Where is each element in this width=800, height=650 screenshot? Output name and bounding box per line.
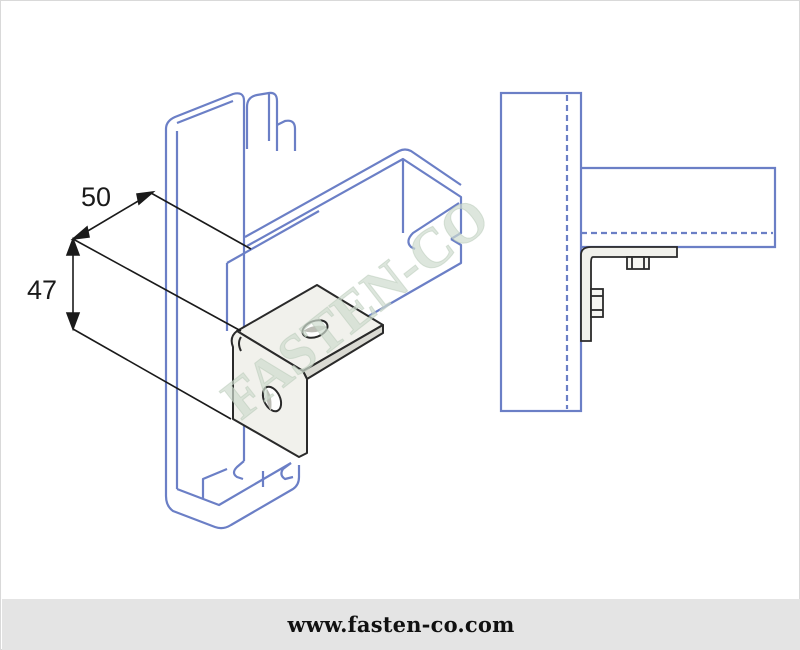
side-view — [499, 91, 777, 413]
bracket-top-hole-shade — [303, 325, 327, 333]
angle-bracket — [230, 284, 384, 458]
side-vertical-channel — [499, 91, 583, 413]
height-arrow-bottom — [65, 312, 81, 332]
front-channel — [164, 92, 301, 530]
width-dimension-line — [80, 196, 146, 236]
website-url[interactable]: www.fasten-co.com — [287, 612, 515, 637]
width-dimension-label: 50 — [81, 182, 111, 212]
dimension-lines — [65, 190, 252, 420]
side-horizontal-channel — [581, 166, 777, 249]
bracket-bend-edge — [238, 336, 242, 352]
drawing-area — [16, 16, 786, 596]
side-nut-top — [626, 256, 650, 270]
bracket-diagram: 50 47 FASTEN-CO — [27, 91, 777, 530]
isometric-view: 50 47 — [27, 91, 463, 530]
side-nut-side — [590, 288, 604, 318]
back-channel — [245, 91, 297, 151]
bracket-side-hole-shade — [266, 389, 272, 411]
width-arrow-right — [136, 190, 156, 206]
height-dimension-label: 47 — [27, 275, 57, 305]
footer-bar: www.fasten-co.com — [2, 599, 800, 650]
height-arrow-top — [65, 236, 81, 256]
width-arrow-left — [70, 225, 90, 241]
side-bracket — [580, 246, 678, 342]
watermark: FASTEN-CO — [211, 186, 501, 432]
